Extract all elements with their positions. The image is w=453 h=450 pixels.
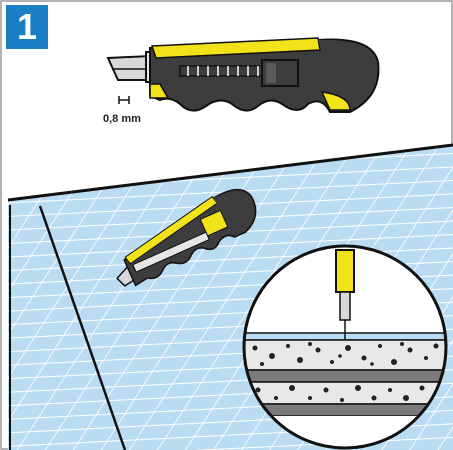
step-number-badge: 1 <box>6 5 48 49</box>
blade-measurement-label: 0,8 mm <box>103 113 141 125</box>
utility-knife-on-board-icon <box>116 188 257 287</box>
utility-knife-icon <box>106 37 380 113</box>
